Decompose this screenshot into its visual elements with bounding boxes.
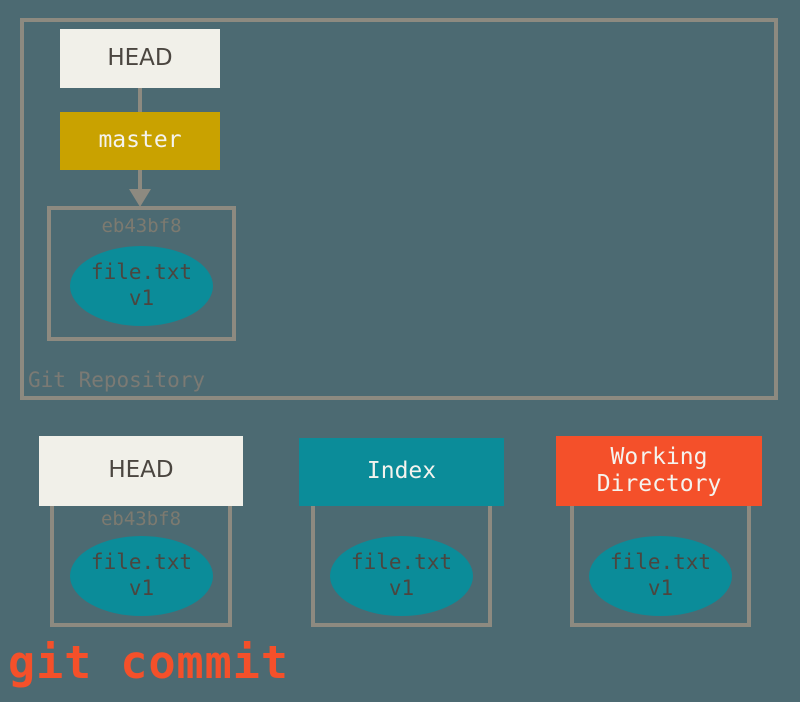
repo-head-label: HEAD [107,44,173,71]
repo-commit-blob: file.txt v1 [70,246,213,326]
arrow-head-icon [129,189,151,207]
repo-commit-frame [47,206,236,341]
area-header-head: HEAD [39,436,243,506]
area-container-working-directory [570,506,751,627]
repo-commit-blob-file: file.txt [90,260,193,285]
area-header-index: Index [299,438,504,506]
area-header-index-label: Index [366,458,437,485]
area-working-directory-blob-version: v1 [647,576,674,600]
area-index-blob-version: v1 [388,576,415,600]
area-header-working-directory: Working Directory [556,436,762,506]
git-repository-frame [20,18,778,400]
area-index-blob: file.txt v1 [330,536,473,616]
repo-master-box: master [60,112,220,170]
repo-master-label: master [98,127,182,154]
area-working-directory-blob-file: file.txt [609,550,712,575]
git-repository-label: Git Repository [28,368,206,392]
area-working-directory-blob: file.txt v1 [589,536,732,616]
area-header-working-directory-label-line1: Working [610,443,708,470]
area-container-head [50,506,232,627]
area-header-head-label: HEAD [108,457,174,484]
area-container-index [311,506,492,627]
area-head-blob-file: file.txt [90,550,193,575]
diagram-caption: git commit [8,636,289,689]
area-index-blob-file: file.txt [350,550,453,575]
connector-master-to-commit [138,170,142,192]
repo-head-box: HEAD [60,29,220,88]
area-head-sha: eb43bf8 [100,508,182,530]
area-header-working-directory-label-line2: Directory [596,471,722,497]
area-head-blob-version: v1 [128,576,155,600]
connector-head-to-master [138,88,142,112]
repo-commit-sha: eb43bf8 [101,215,182,237]
area-head-blob: file.txt v1 [70,536,213,616]
repo-commit-blob-version: v1 [128,286,155,310]
